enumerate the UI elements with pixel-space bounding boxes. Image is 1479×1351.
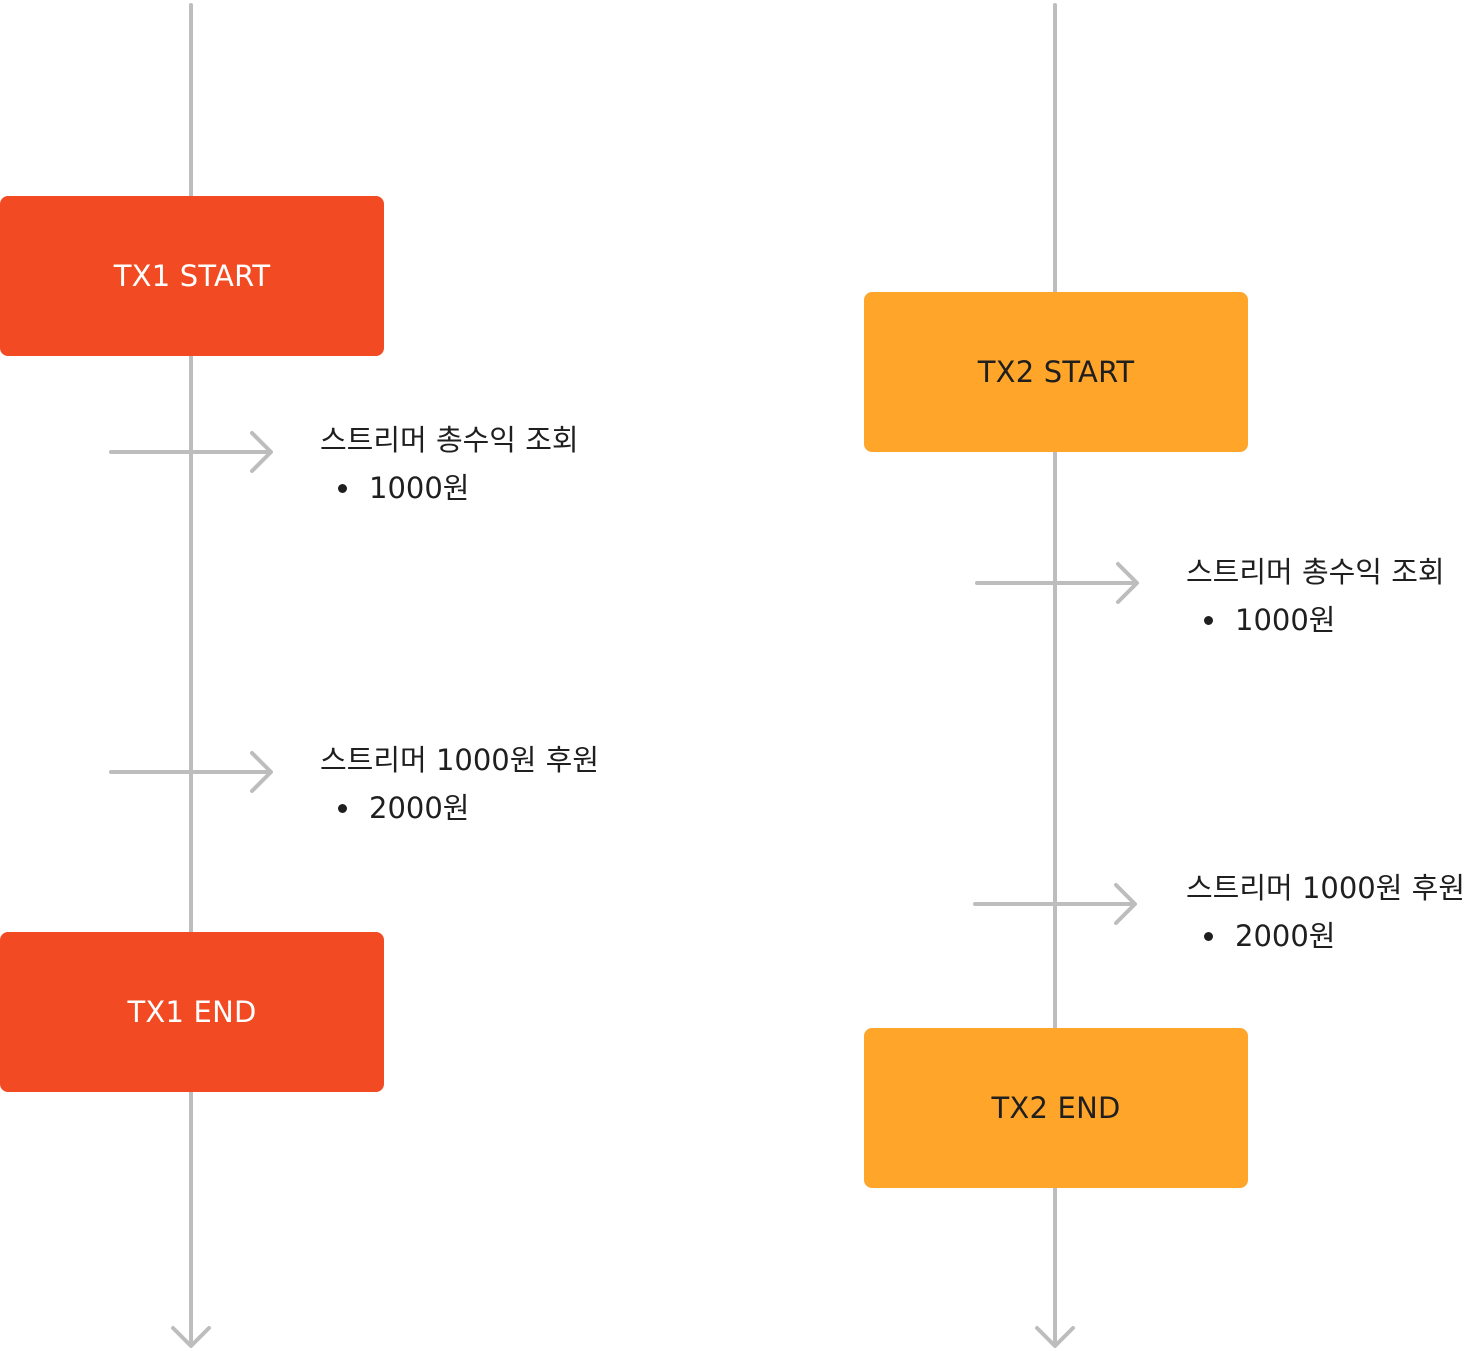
tx2-step1-arrowhead <box>1116 562 1139 604</box>
tx2-step1-value: 1000원 <box>1235 603 1336 637</box>
tx2-timeline-end-arrowhead <box>1035 1326 1075 1348</box>
bullet-dot-icon <box>338 483 347 493</box>
tx2-step2-note: 스트리머 1000원 후원 2000원 <box>1186 864 1465 960</box>
bullet-dot-icon <box>1204 615 1213 625</box>
tx1-step1-arrowhead <box>250 431 273 473</box>
tx1-step2-bullet: 2000원 <box>320 784 599 832</box>
tx1-step1-bullet: 1000원 <box>320 464 579 512</box>
tx2-step1-bullet: 1000원 <box>1186 596 1445 644</box>
tx2-step2-bullet: 2000원 <box>1186 912 1465 960</box>
bullet-dot-icon <box>1204 931 1213 941</box>
tx1-step2-title: 스트리머 1000원 후원 <box>320 743 599 777</box>
tx2-step1-title: 스트리머 총수익 조회 <box>1186 555 1445 589</box>
tx1-step1-title: 스트리머 총수익 조회 <box>320 423 579 457</box>
tx2-start-box: TX2 START <box>864 292 1248 452</box>
tx2-step1-note: 스트리머 총수익 조회 1000원 <box>1186 548 1445 644</box>
tx1-step2-note: 스트리머 1000원 후원 2000원 <box>320 736 599 832</box>
tx1-start-label: TX1 START <box>113 259 271 293</box>
tx2-step2-arrowhead <box>1114 883 1137 925</box>
tx2-end-box: TX2 END <box>864 1028 1248 1188</box>
tx1-end-label: TX1 END <box>127 995 257 1029</box>
tx2-step2-title: 스트리머 1000원 후원 <box>1186 871 1465 905</box>
tx1-timeline-end-arrowhead <box>171 1326 211 1348</box>
tx1-step1-value: 1000원 <box>369 471 470 505</box>
bullet-dot-icon <box>338 803 347 813</box>
tx1-step1-note: 스트리머 총수익 조회 1000원 <box>320 416 579 512</box>
tx1-step2-arrowhead <box>250 751 273 793</box>
tx2-step2-value: 2000원 <box>1235 919 1336 953</box>
tx1-start-box: TX1 START <box>0 196 384 356</box>
tx2-end-label: TX2 END <box>991 1091 1121 1125</box>
tx1-step2-value: 2000원 <box>369 791 470 825</box>
tx1-end-box: TX1 END <box>0 932 384 1092</box>
tx2-start-label: TX2 START <box>977 355 1135 389</box>
